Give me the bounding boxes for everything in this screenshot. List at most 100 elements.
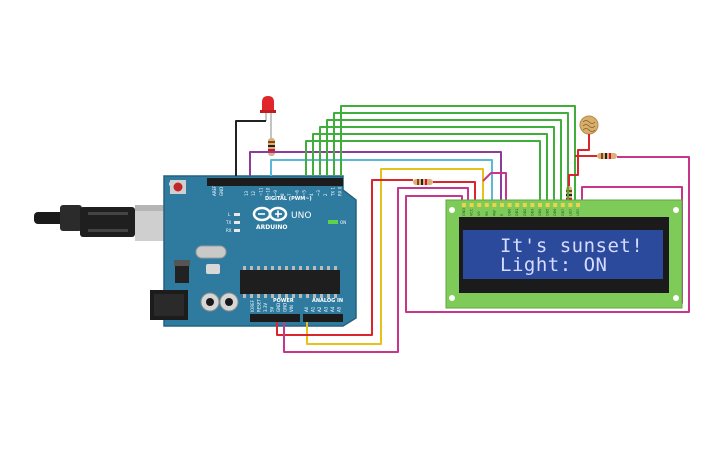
lcd-pin-label: DB7	[561, 209, 565, 216]
contrast-resistor[interactable]	[413, 179, 433, 185]
lcd-pin-label: DB5	[546, 209, 550, 216]
analog-pin-label: A5	[337, 306, 342, 312]
photoresistor[interactable]	[579, 115, 599, 135]
chip-pin	[299, 294, 302, 298]
lcd-pin[interactable]	[484, 203, 489, 207]
chip-pin	[327, 294, 330, 298]
chip-pin	[285, 266, 288, 270]
power-header	[250, 314, 300, 322]
aref-label: AREF	[212, 185, 217, 196]
digital-pin-label: ~5	[302, 190, 307, 196]
chip-pin	[320, 266, 323, 270]
lcd-pin[interactable]	[538, 203, 542, 207]
power-pin-label: IOREF	[250, 299, 255, 312]
lcd-pin[interactable]	[530, 203, 535, 207]
red-led[interactable]	[260, 96, 276, 121]
lcd-pin-label: RS	[485, 211, 489, 216]
power-pin-label: 5V	[270, 306, 275, 312]
lcd-pin[interactable]	[469, 203, 474, 207]
analog-pin-label: A1	[311, 306, 316, 312]
brand-text: ARDUINO	[256, 224, 287, 231]
chip-pin	[334, 294, 337, 298]
on-led	[328, 220, 338, 224]
chip-pin	[299, 266, 302, 270]
lcd-pin[interactable]	[545, 203, 550, 207]
power-pin-label: GND	[283, 303, 288, 312]
analog-pin-label: A2	[317, 306, 322, 312]
digital-pin-label: ~3	[316, 190, 321, 196]
digital-header	[207, 178, 343, 186]
digital-pin-label: 8	[280, 193, 285, 196]
atmega-chip	[240, 270, 340, 294]
gnd-label: GND	[219, 187, 224, 196]
lcd-pin-label: DB0	[508, 209, 512, 216]
l-label: L	[228, 212, 231, 217]
lcd-pin-label: E	[500, 214, 504, 216]
digital-pin-label: TX 1	[330, 187, 335, 197]
tx-label: TX	[225, 220, 231, 225]
lcd-pin[interactable]	[560, 203, 565, 207]
chip-pin	[306, 266, 309, 270]
digital-pin-label: ~11	[258, 187, 263, 196]
lcd-pin[interactable]	[515, 203, 520, 207]
chip-pin	[264, 266, 267, 270]
chip-pin	[250, 266, 253, 270]
model-text: UNO	[291, 211, 311, 221]
lcd-pin[interactable]	[492, 203, 497, 207]
chip-pin	[306, 294, 309, 298]
lcd-pin[interactable]	[576, 203, 580, 207]
chip-pin	[313, 294, 316, 298]
lcd-pin[interactable]	[507, 203, 512, 207]
lcd-pin[interactable]	[462, 203, 466, 207]
arduino-logo	[252, 206, 288, 222]
chip-pin	[292, 294, 295, 298]
chip-pin	[257, 294, 260, 298]
digital-pin-label: RX 0	[338, 186, 343, 196]
chip-pin	[243, 294, 246, 298]
chip-pin	[320, 294, 323, 298]
lcd-pin[interactable]	[500, 203, 504, 207]
digital-pin-label: ~6	[294, 190, 299, 196]
analog-pin-label: A0	[304, 306, 309, 312]
wires	[235, 105, 690, 353]
digital-pin-label: ~9	[273, 190, 278, 196]
digital-pin-label: 2	[323, 193, 328, 196]
chip-pin	[257, 266, 260, 270]
power-pin-label: RESET	[257, 299, 262, 312]
chip-pin	[292, 266, 295, 270]
lcd-pin-label: RW	[492, 210, 496, 216]
lcd-pin-label: DB4	[538, 208, 542, 216]
chip-pin	[271, 294, 274, 298]
lcd-pin[interactable]	[477, 203, 482, 207]
digital-pin-label: ~10	[266, 187, 271, 196]
digital-pin-label: 7	[287, 193, 292, 196]
lcd-pin-label: GND	[462, 208, 466, 216]
rx-label: RX	[226, 228, 232, 233]
power-pin-label: GND	[276, 303, 281, 312]
lcd-line-1: It's sunset!	[500, 235, 643, 257]
on-label: ON	[340, 220, 346, 225]
lcd-pin-label: DB6	[553, 209, 557, 216]
ldr-resistor[interactable]	[597, 153, 617, 159]
chip-pin	[243, 266, 246, 270]
lcd-pin[interactable]	[553, 203, 558, 207]
crystal-oscillator	[195, 245, 227, 259]
lcd-pin-label: LED	[576, 209, 580, 216]
analog-label: ANALOG IN	[312, 298, 343, 304]
analog-pin-label: A4	[330, 306, 335, 312]
lcd-pin[interactable]	[522, 203, 527, 207]
chip-pin	[334, 266, 337, 270]
lcd-pin[interactable]	[568, 203, 573, 207]
power-label: POWER	[273, 298, 294, 304]
chip-pin	[285, 294, 288, 298]
chip-pin	[327, 266, 330, 270]
usb-cable	[34, 205, 185, 241]
lcd-pin-label: V0	[477, 211, 481, 216]
chip-pin	[271, 266, 274, 270]
chip-pin	[278, 266, 281, 270]
led-resistor[interactable]	[268, 121, 275, 156]
lcd-line-2: Light: ON	[500, 254, 607, 276]
arduino-uno-board[interactable]: ARDUINO UNO DIGITAL (PWM~) ANALOG IN POW…	[150, 175, 357, 327]
